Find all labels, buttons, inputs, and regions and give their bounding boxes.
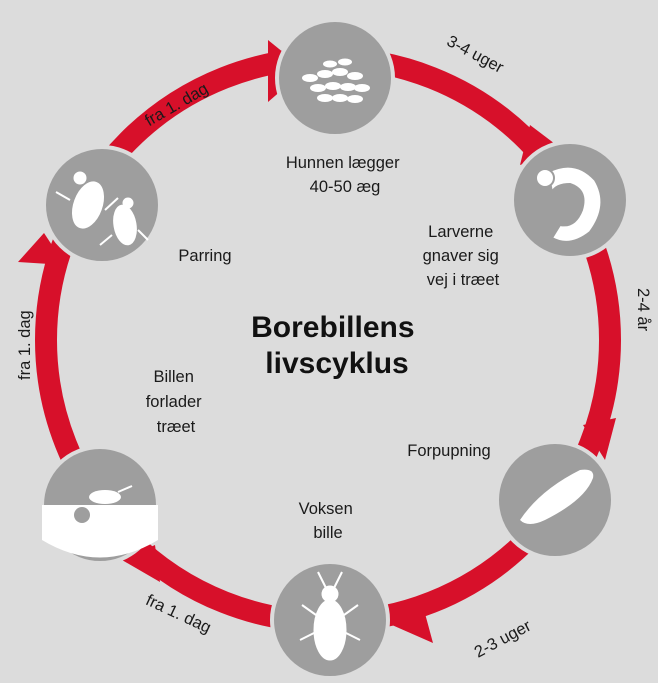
arrow-label-pupa-to-adult: 2-3 uger — [471, 617, 534, 662]
node-larva — [512, 142, 628, 258]
arrow-label-larva-to-pupa: 2-4 år — [634, 288, 652, 332]
diagram-title: Borebillens livscyklus — [251, 311, 423, 380]
arrow-label-mating-to-eggs: fra 1. dag — [142, 80, 211, 130]
stage-label-adult: Voksen bille — [299, 500, 358, 542]
node-mating — [44, 147, 160, 263]
stage-label-larva: Larverne gnaver sig vej i træet — [423, 223, 504, 289]
stage-label-mating: Parring — [178, 247, 231, 265]
node-exit — [42, 447, 158, 563]
node-adult — [272, 562, 388, 678]
stage-label-pupa: Forpupning — [407, 442, 490, 460]
node-eggs — [277, 20, 393, 136]
node-pupa — [497, 442, 613, 558]
arrow-label-eggs-to-larva: 3-4 uger — [444, 32, 507, 77]
stage-label-exit: Billen forlader træet — [146, 368, 207, 436]
stage-label-eggs: Hunnen lægger 40-50 æg — [286, 154, 404, 196]
arrow-label-exit-to-mating: fra 1. dag — [16, 310, 34, 380]
